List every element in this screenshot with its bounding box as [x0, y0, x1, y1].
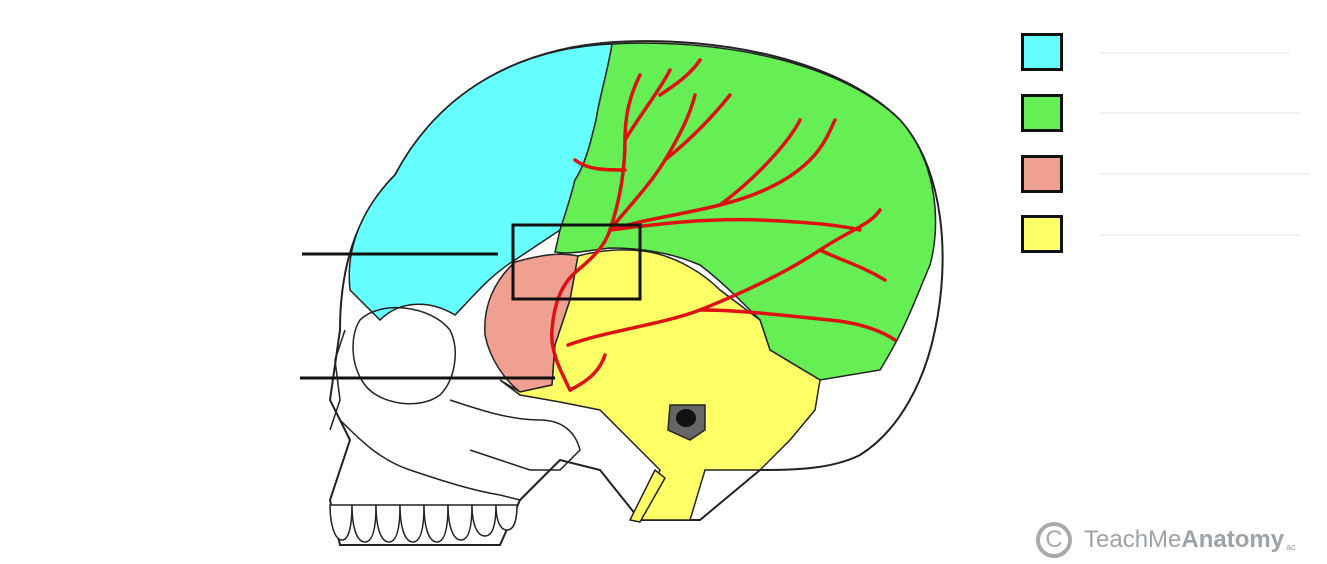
legend-swatch-parietal: [1021, 94, 1063, 132]
maxilla-outline: [339, 419, 521, 501]
watermark-suffix: ac: [1286, 542, 1296, 552]
watermark-prefix: TeachMe: [1084, 526, 1182, 553]
legend-label-trace-3: [1100, 173, 1310, 175]
pterion-box: [511, 223, 642, 301]
temporal-bone: [499, 249, 821, 521]
watermark-bold: Anatomy: [1181, 526, 1285, 553]
teeth: [329, 504, 518, 543]
ear-canal-hole: [676, 409, 696, 427]
zygomatic-outline: [449, 399, 581, 471]
legend-swatch-sphenoid: [1021, 155, 1063, 193]
middle-meningeal-artery: [550, 58, 897, 392]
legend-label-trace-4: [1100, 234, 1300, 236]
parietal-bone: [554, 42, 937, 381]
nasal-outline: [329, 329, 346, 431]
legend-swatch-frontal: [1021, 33, 1063, 71]
copyright-icon: C: [1036, 522, 1072, 558]
legend-swatch-temporal: [1021, 215, 1063, 253]
legend-label-trace-2: [1100, 112, 1300, 114]
orbit-outline: [352, 307, 456, 405]
legend-label-trace-1: [1100, 52, 1290, 54]
styloid-process: [628, 468, 666, 523]
